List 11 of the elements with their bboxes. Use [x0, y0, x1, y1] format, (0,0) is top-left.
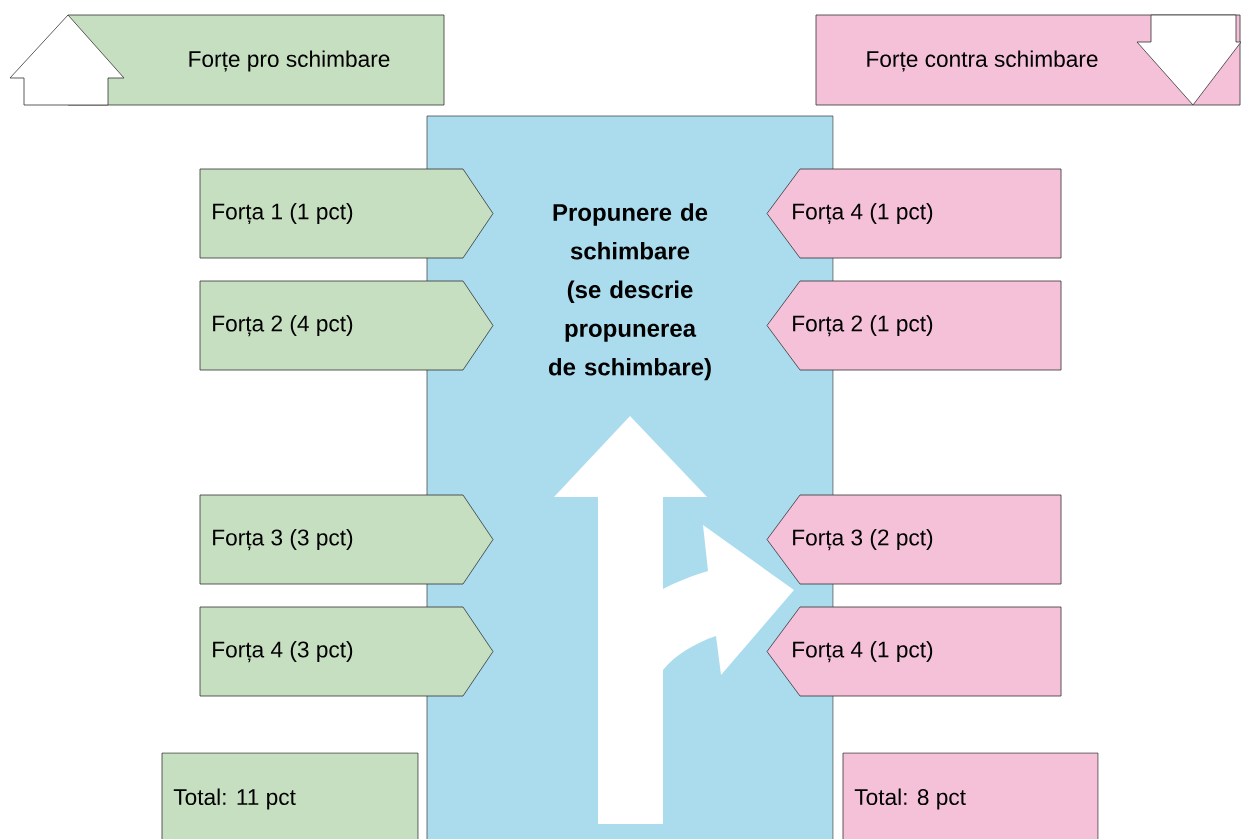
force-arrow-box: Forța 3 (3 pct)	[199, 494, 494, 585]
force-arrow-box: Forța 3 (2 pct)	[766, 494, 1062, 585]
force-arrow-box: Forța 2 (1 pct)	[766, 280, 1062, 371]
total-box: Total: 11 pct	[161, 752, 419, 839]
force-arrow-box: Forța 1 (1 pct)	[199, 168, 494, 259]
force-arrow-box: Forța 2 (4 pct)	[199, 280, 494, 371]
header-box: Forțe pro schimbare	[67, 14, 445, 106]
total-box: Total: 8 pct	[842, 752, 1099, 839]
force-arrow-box: Forța 4 (1 pct)	[766, 606, 1062, 697]
force-arrow-box: Forța 4 (1 pct)	[766, 168, 1062, 259]
force-arrow-box: Forța 4 (3 pct)	[199, 606, 494, 697]
